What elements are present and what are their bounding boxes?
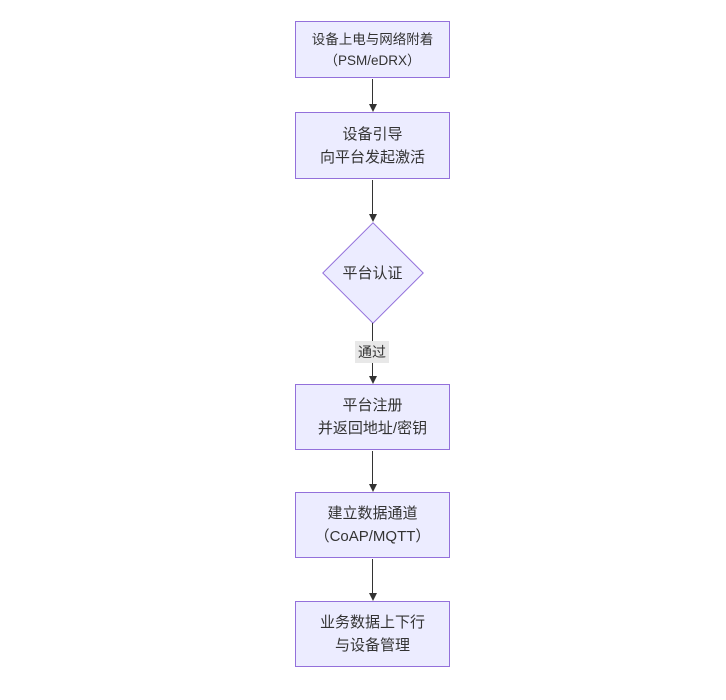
node-text-line: 设备引导	[342, 125, 403, 143]
flow-node-business-mgmt: 业务数据上下行 与设备管理	[295, 601, 450, 667]
arrow-line	[371, 180, 374, 215]
arrow-power-to-bootstrap	[366, 79, 379, 112]
arrowhead-icon	[368, 484, 377, 492]
arrowhead-icon	[368, 593, 377, 601]
arrow-channel-to-business	[366, 559, 379, 601]
arrowhead-icon	[368, 214, 377, 222]
flow-node-data-channel: 建立数据通道 （CoAP/MQTT）	[295, 492, 450, 558]
flow-node-power-attach: 设备上电与网络附着 （PSM/eDRX）	[295, 21, 450, 78]
arrow-line	[371, 559, 374, 594]
flow-node-bootstrap: 设备引导 向平台发起激活	[295, 112, 450, 179]
node-text-line: 向平台发起激活	[319, 148, 425, 166]
node-text-line: 与设备管理	[334, 637, 410, 654]
arrow-register-to-channel	[366, 451, 379, 492]
node-text-line: 建立数据通道	[327, 505, 418, 522]
arrowhead-icon	[368, 376, 377, 384]
node-text-line: 平台认证	[342, 265, 403, 282]
node-text-line: 设备上电与网络附着	[311, 31, 434, 47]
arrow-line	[371, 451, 374, 485]
arrow-line	[371, 79, 374, 105]
arrowhead-icon	[368, 104, 377, 112]
node-text-line: 并返回地址/密钥	[317, 420, 428, 437]
node-text-line: （PSM/eDRX）	[324, 52, 421, 68]
node-text-line: （CoAP/MQTT）	[314, 528, 431, 545]
node-text-line: 业务数据上下行	[319, 614, 425, 631]
flow-node-platform-auth: 平台认证	[321, 221, 424, 324]
edge-label-pass: 通过	[355, 341, 389, 363]
flow-node-register: 平台注册 并返回地址/密钥	[295, 384, 450, 450]
node-text-line: 平台注册	[342, 397, 403, 414]
arrow-bootstrap-to-auth	[366, 180, 379, 222]
